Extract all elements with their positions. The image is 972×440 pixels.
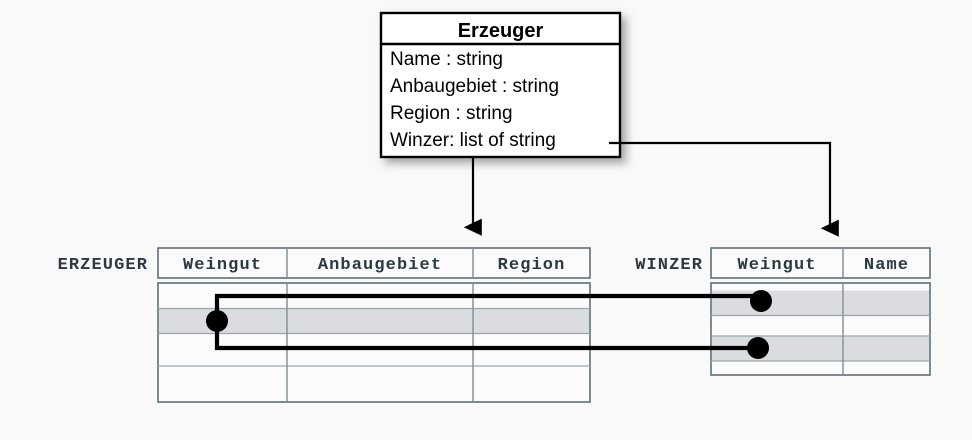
table-label-erzeuger: ERZEUGER xyxy=(58,256,148,275)
link-dot-erzeuger xyxy=(206,310,228,332)
uml-class-erzeuger[interactable]: Erzeuger Name : string Anbaugebiet : str… xyxy=(379,11,622,159)
winzer-header-frame xyxy=(710,247,931,279)
uml-class-frame xyxy=(379,11,622,159)
table-label-winzer: WINZER xyxy=(635,256,703,275)
winzer-column-name: Name xyxy=(864,256,909,275)
uml-attribute-name: Name : string xyxy=(390,49,503,70)
erzeuger-column-region: Region xyxy=(498,256,566,275)
link-dot-winzer-3 xyxy=(747,337,769,359)
connector-winzer-arrow xyxy=(609,141,839,237)
erzeuger-row-2-highlight xyxy=(159,308,589,334)
link-dot-winzer-1 xyxy=(750,290,772,312)
uml-attribute-winzer: Winzer: list of string xyxy=(390,130,556,151)
relationship-links xyxy=(206,290,772,359)
erzeuger-column-weingut: Weingut xyxy=(183,256,262,275)
uml-class-title: Erzeuger xyxy=(458,20,544,42)
uml-attribute-anbaugebiet: Anbaugebiet : string xyxy=(390,76,559,97)
erzeuger-header-frame xyxy=(157,247,591,279)
erzeuger-column-anbaugebiet: Anbaugebiet xyxy=(318,256,442,275)
winzer-column-weingut: Weingut xyxy=(737,256,816,275)
erzeuger-body-frame xyxy=(157,282,591,403)
table-erzeuger[interactable]: ERZEUGER Weingut Anbaugebiet Region xyxy=(58,247,591,403)
uml-attribute-region: Region : string xyxy=(390,103,513,124)
